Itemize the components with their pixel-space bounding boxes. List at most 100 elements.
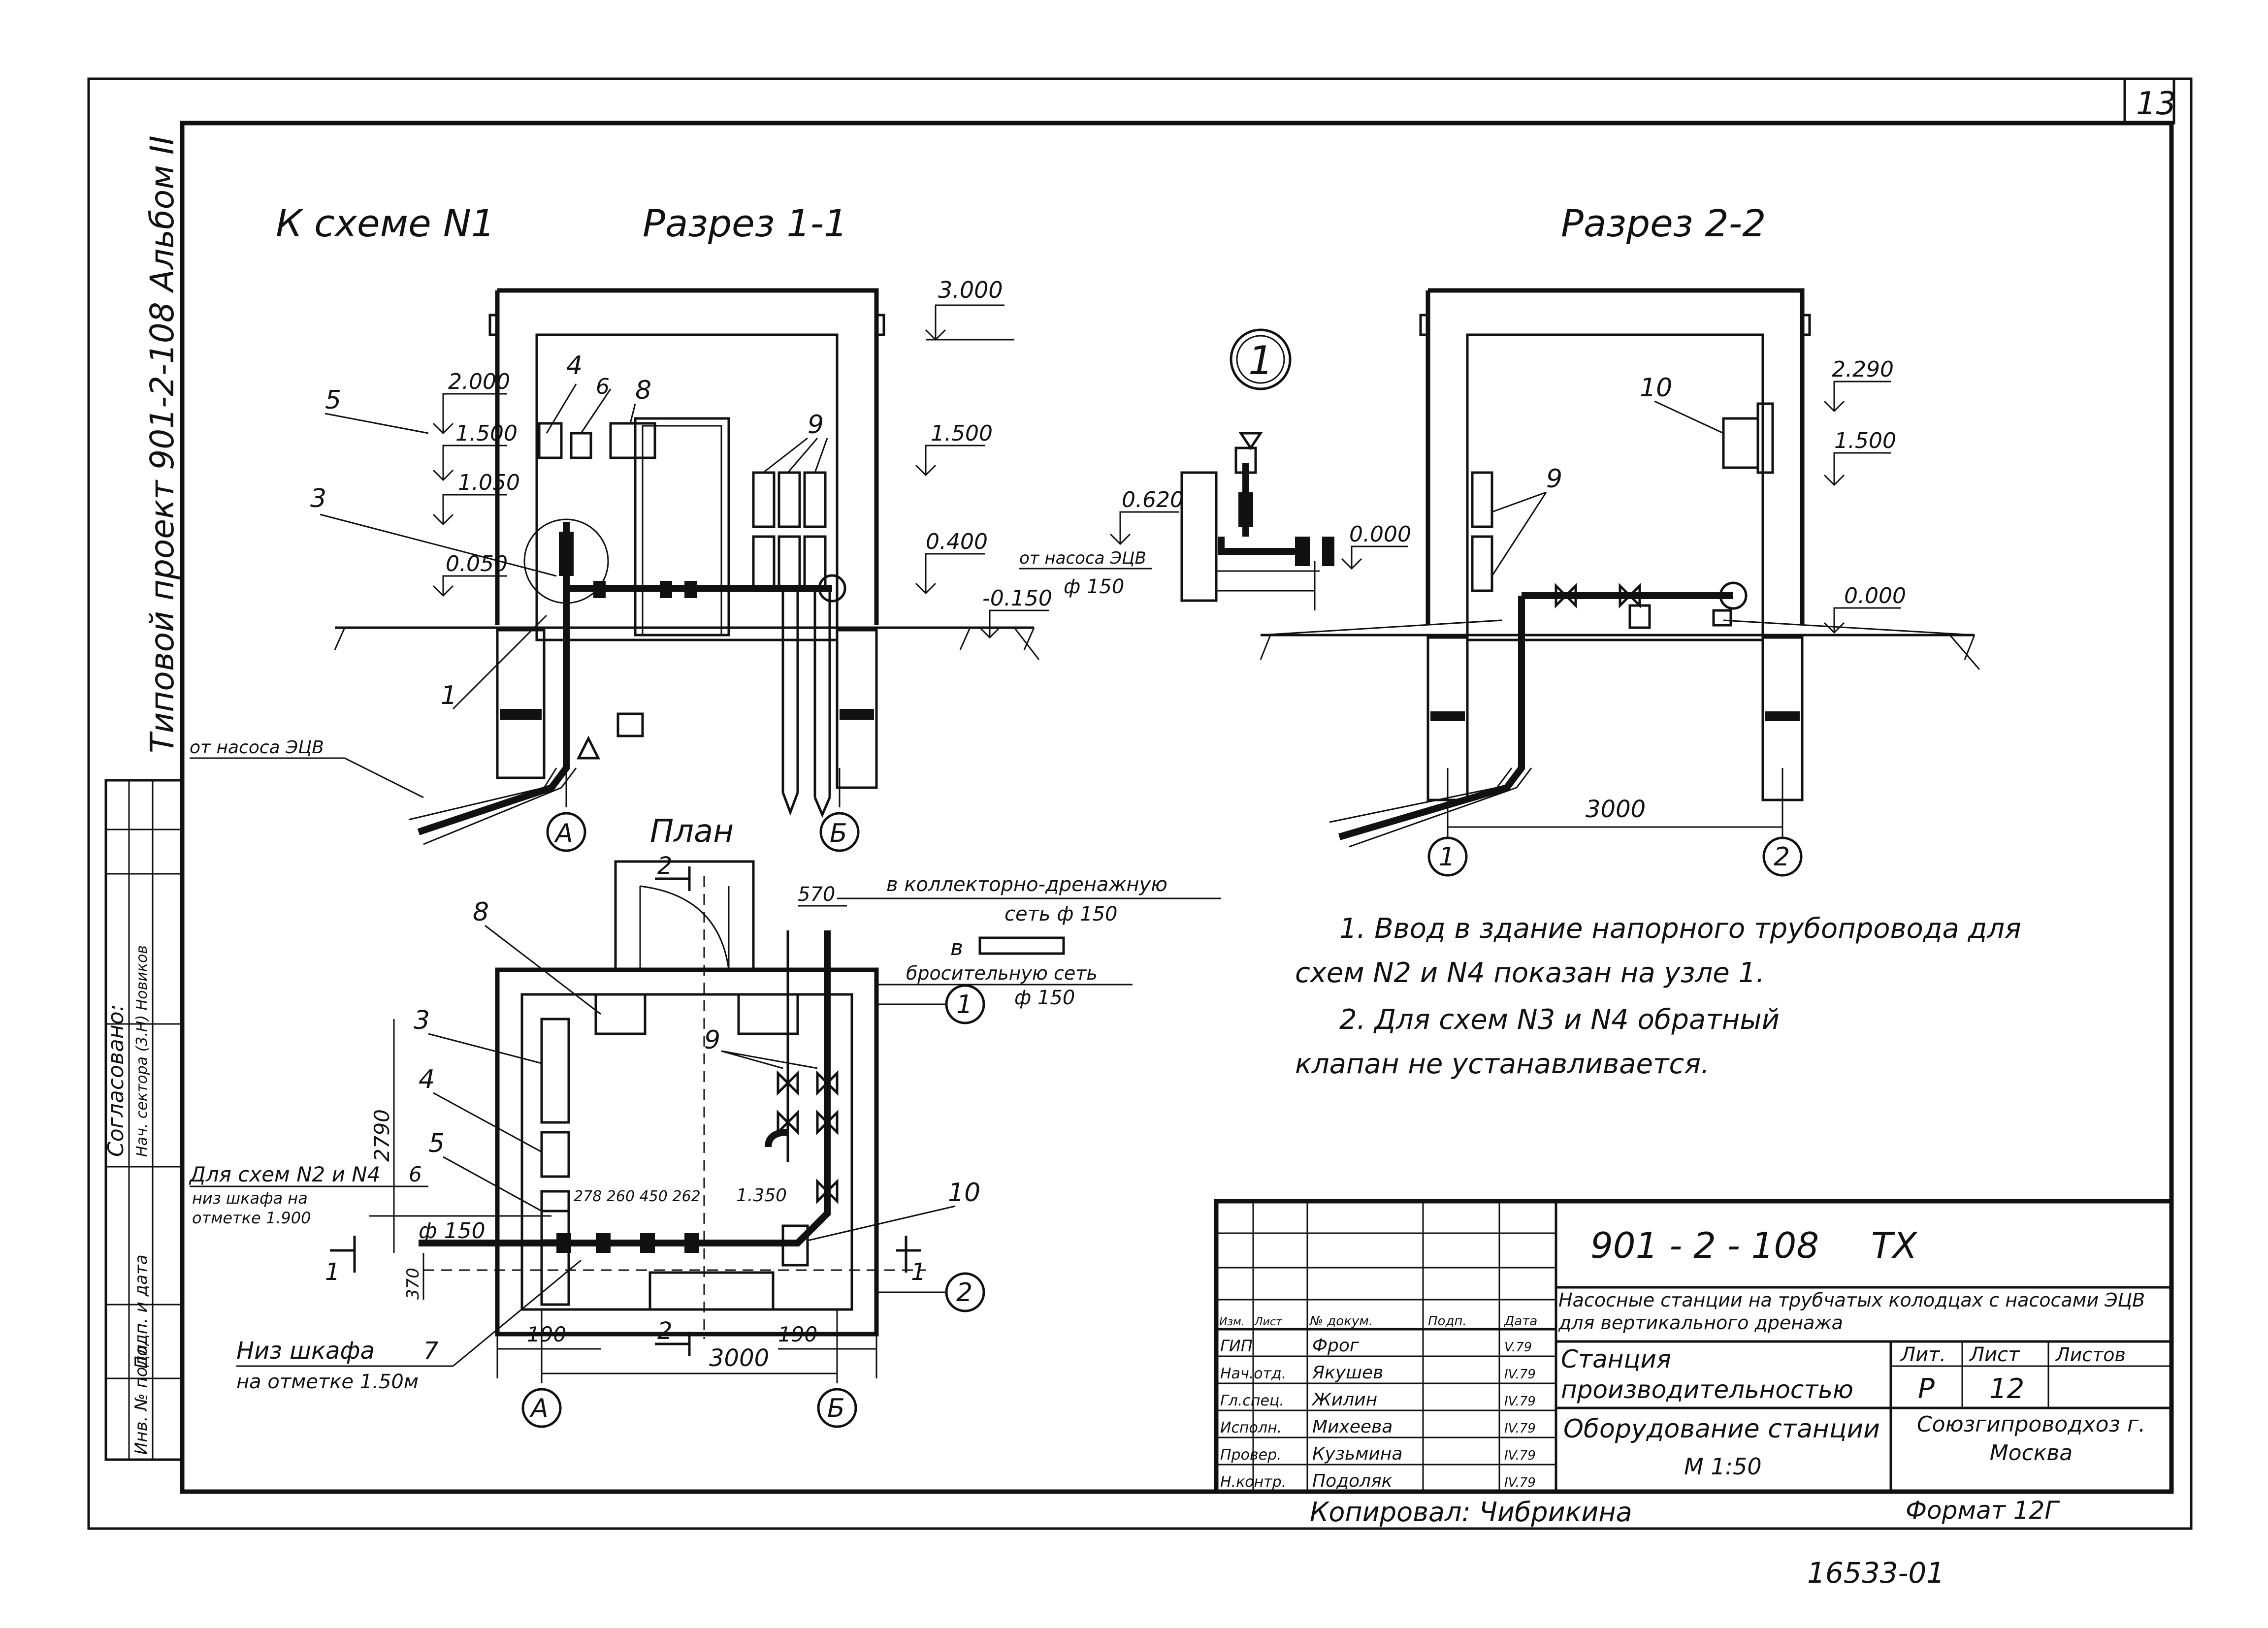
- s1-label-5: 5: [325, 385, 341, 415]
- plan-label-4: 4: [419, 1065, 435, 1094]
- plan-to-collector-net: сеть ф 150: [1004, 903, 1117, 926]
- s1-level-1050: 1.050: [458, 470, 520, 495]
- s2-axis-1: 1: [1439, 842, 1455, 872]
- tb-row-date: IV.79: [1504, 1475, 1536, 1490]
- plan-cabinet-note1: низ шкафа на: [192, 1189, 308, 1208]
- plan-axis-b: Б: [827, 1394, 845, 1423]
- node1-level-zero: 0.000: [1349, 522, 1411, 547]
- tb-org: Союзгипроводхоз г. Москва: [1916, 1412, 2146, 1466]
- side-stamp-inv: Инв. № подл.: [131, 1339, 151, 1455]
- tb-row-role: Н.контр.: [1220, 1473, 1286, 1491]
- tb-row-role: Гл.спец.: [1220, 1392, 1284, 1409]
- tb-row-name: Якушев: [1312, 1363, 1383, 1383]
- tb-lit-value: Р: [1918, 1373, 1935, 1405]
- s2-level-2290: 2.290: [1832, 357, 1894, 382]
- plan-dim-1350: 1.350: [736, 1185, 787, 1206]
- s1-level-1500: 1.500: [455, 421, 518, 446]
- sheet-number: 13: [2136, 86, 2176, 122]
- tb-row-role: Нач.отд.: [1220, 1365, 1286, 1382]
- side-stamp-agreed: Согласовано:: [103, 1004, 129, 1157]
- plan-label-9: 9: [704, 1025, 720, 1055]
- tb-lit-header: Лит.: [1900, 1343, 1946, 1366]
- plan-to-collector: в коллекторно-дренажную: [886, 873, 1167, 896]
- tb-scale: М 1:50: [1684, 1453, 1762, 1480]
- plan-bottom-note-num: 7: [423, 1337, 439, 1365]
- plan-dim-570: 570: [798, 883, 835, 906]
- tb-description: Насосные станции на трубчатых колодцах с…: [1558, 1289, 2145, 1334]
- plan-to-discharge: в: [950, 935, 963, 960]
- plan-diameter: ф 150: [419, 1218, 486, 1244]
- s1-level-0400: 0.400: [926, 529, 988, 554]
- tb-row-date: IV.79: [1504, 1367, 1536, 1382]
- plan-to-discharge-d: ф 150: [1014, 987, 1075, 1009]
- tb-station: Станция производительностью до 63м³/ч: [1561, 1345, 1853, 1408]
- s1-label-1: 1: [441, 681, 457, 710]
- s1-label-4: 4: [566, 351, 583, 381]
- tb-row-name: Михеева: [1312, 1417, 1393, 1437]
- node1-level-top: 0.620: [1122, 487, 1184, 512]
- plan-label-8: 8: [473, 897, 489, 927]
- outer-frame: [87, 77, 2193, 1530]
- s2-level-1500: 1.500: [1834, 428, 1896, 453]
- tb-col-sign: Подп.: [1428, 1314, 1467, 1329]
- s2-label-9: 9: [1546, 464, 1562, 494]
- plan-section-mark-2-bottom: 2: [657, 1317, 673, 1345]
- section1-title: Разрез 1-1: [643, 201, 848, 245]
- tb-suffix: ТХ: [1871, 1225, 1918, 1266]
- plan-to-discharge-net: бросительную сеть: [906, 962, 1098, 984]
- tb-row-role: Исполн.: [1220, 1419, 1282, 1436]
- plan-section-mark-1-right: 1: [911, 1258, 926, 1286]
- tb-sheet-name: Оборудование станции: [1563, 1414, 1880, 1444]
- plan-dim-190-right: 190: [778, 1322, 817, 1346]
- s1-label-9: 9: [808, 410, 824, 440]
- node1-label: 1: [1248, 338, 1273, 383]
- s1-level-3000: 3.000: [938, 277, 1003, 303]
- plan-axis-2: 2: [956, 1278, 972, 1308]
- tb-col-izm: Изм.: [1219, 1316, 1245, 1328]
- note-1: 1. Ввод в здание напорного трубопровода …: [1295, 913, 2021, 989]
- s1-level-2000: 2.000: [448, 369, 510, 394]
- s2-axis-2: 2: [1774, 842, 1790, 872]
- s1-level-m0150: -0.150: [982, 586, 1052, 611]
- title-block: Изм. Лист № докум. Подп. Дата ГИП Фрог V…: [1214, 1199, 2174, 1494]
- tb-col-date: Дата: [1504, 1314, 1537, 1329]
- node1-diameter: ф 150: [1064, 575, 1124, 598]
- tb-row-date: V.79: [1504, 1340, 1532, 1355]
- tb-sheet-value: 12: [1989, 1373, 2024, 1405]
- tb-code: 901 - 2 - 108: [1590, 1225, 1819, 1266]
- plan-section-mark-1-left: 1: [325, 1258, 340, 1286]
- scheme-title: К схеме N1: [276, 201, 495, 245]
- plan-bottom-note1: Низ шкафа: [236, 1337, 375, 1365]
- tb-row-name: Подоляк: [1312, 1471, 1393, 1491]
- plan-bottom-note2: на отметке 1.50м: [236, 1371, 419, 1393]
- plan-dim-2790: 2790: [370, 1109, 394, 1162]
- side-stamp-agreed-sub: Нач. сектора (3.Н) Новиков: [133, 945, 151, 1157]
- side-title: Типовой проект 901-2-108 Альбом II: [143, 135, 181, 753]
- plan-label-3: 3: [414, 1006, 430, 1035]
- plan-label-5: 5: [428, 1129, 445, 1158]
- tb-row-role: Провер.: [1220, 1446, 1282, 1464]
- s2-width: 3000: [1586, 796, 1646, 823]
- inventory-number: 16533-01: [1807, 1556, 1944, 1590]
- plan-section-mark-2-top: 2: [657, 852, 673, 880]
- section-2-2: 2.290 1.500 0.000 10 9 3000 1 2: [1260, 288, 1980, 877]
- section-1-1: А Б 3.000 2.000 1.500 1.050 0.050 1.500 …: [190, 277, 1052, 852]
- sheet-number-box: [2123, 77, 2175, 125]
- plan-dim-190-left: 190: [527, 1322, 566, 1346]
- tb-sheets-header: Листов: [2055, 1344, 2126, 1366]
- section2-title: Разрез 2-2: [1561, 201, 1766, 245]
- section1-axis-b: Б: [830, 819, 847, 848]
- tb-row-date: IV.79: [1504, 1394, 1536, 1409]
- s2-level-0000: 0.000: [1844, 583, 1906, 608]
- plan-view: 2 2 1 1 2790 370 190 190 3000 570 278 26…: [189, 852, 1221, 1428]
- s1-from-pump: от насоса ЭЦВ: [190, 737, 324, 758]
- tb-col-doc: № докум.: [1309, 1314, 1373, 1329]
- s1-label-8: 8: [635, 376, 651, 405]
- section1-axis-a: А: [554, 819, 573, 848]
- plan-axis-1: 1: [956, 990, 972, 1020]
- tb-row-name: Фрог: [1312, 1336, 1360, 1356]
- plan-dim-3000: 3000: [709, 1344, 769, 1372]
- node1-from-pump: от насоса ЭЦВ: [1019, 548, 1146, 568]
